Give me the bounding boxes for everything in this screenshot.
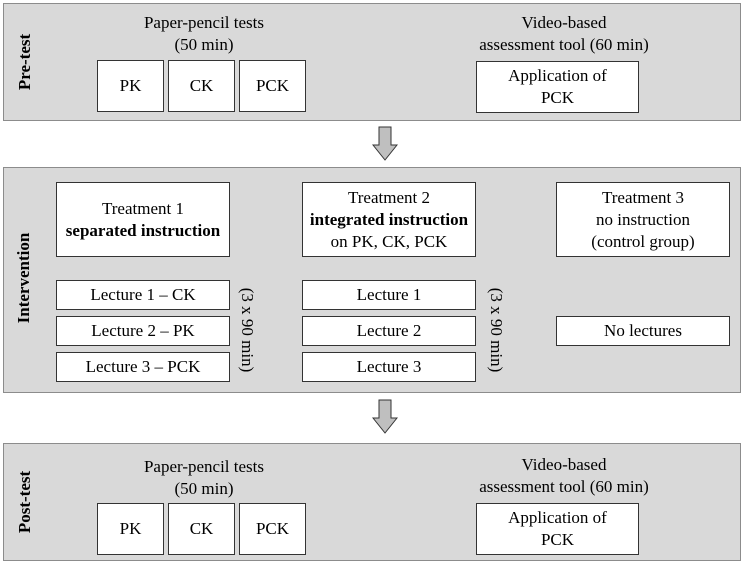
treatment-1-box: Treatment 1 separated instruction <box>56 182 230 257</box>
t2-lecture-1: Lecture 1 <box>302 280 476 310</box>
pretest-paper-caption: Paper-pencil tests (50 min) <box>143 13 265 54</box>
t2-duration: (3 x 90 min) <box>487 287 506 373</box>
posttest-video-caption: Video-based assessment tool (60 min) <box>479 455 649 496</box>
intervention-panel: Intervention Treatment 1 separated instr… <box>3 167 741 393</box>
t3-no-lectures: No lectures <box>556 316 730 346</box>
pretest-video-caption: Video-based assessment tool (60 min) <box>479 13 649 54</box>
t1-lecture-1: Lecture 1 – CK <box>56 280 230 310</box>
posttest-pck-box: PCK <box>239 503 306 555</box>
posttest-ck-box: CK <box>168 503 235 555</box>
pretest-label: Pre-test <box>15 33 34 91</box>
t1-lecture-2: Lecture 2 – PK <box>56 316 230 346</box>
down-arrow-icon <box>372 399 398 434</box>
intervention-label: Intervention <box>14 232 33 324</box>
t1-lecture-3: Lecture 3 – PCK <box>56 352 230 382</box>
pretest-application-box: Application of PCK <box>476 61 639 113</box>
posttest-application-box: Application of PCK <box>476 503 639 555</box>
treatment-3-box: Treatment 3 no instruction (control grou… <box>556 182 730 257</box>
posttest-pk-box: PK <box>97 503 164 555</box>
t1-duration: (3 x 90 min) <box>238 287 257 373</box>
t2-lecture-2: Lecture 2 <box>302 316 476 346</box>
posttest-paper-caption: Paper-pencil tests (50 min) <box>143 457 265 498</box>
t2-lecture-3: Lecture 3 <box>302 352 476 382</box>
down-arrow-icon <box>372 126 398 161</box>
treatment-2-box: Treatment 2 integrated instruction on PK… <box>302 182 476 257</box>
pretest-ck-box: CK <box>168 60 235 112</box>
pretest-pk-box: PK <box>97 60 164 112</box>
posttest-label: Post-test <box>15 470 34 534</box>
pretest-pck-box: PCK <box>239 60 306 112</box>
pretest-panel: Pre-test Paper-pencil tests (50 min) PK … <box>3 3 741 121</box>
posttest-panel: Post-test Paper-pencil tests (50 min) PK… <box>3 443 741 561</box>
